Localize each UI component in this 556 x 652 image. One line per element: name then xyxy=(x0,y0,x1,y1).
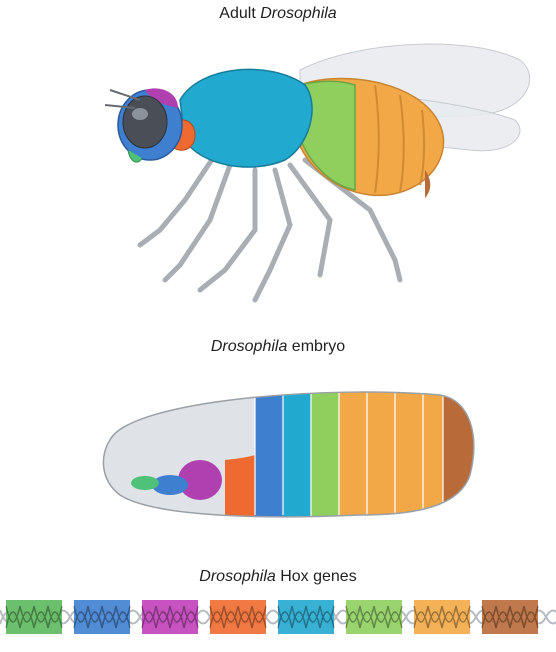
adult-fly-illustration xyxy=(0,30,556,330)
hox-gene-6 xyxy=(346,600,402,634)
embryo-caption: Drosophila embryo xyxy=(0,338,556,356)
head xyxy=(118,88,182,162)
hox-gene-5-block xyxy=(278,600,334,634)
adult-caption: Adult Drosophila xyxy=(0,5,556,23)
embryo-illustration xyxy=(0,365,556,545)
hox-gene-7 xyxy=(414,600,470,634)
hox-gene-4-block xyxy=(210,600,266,634)
hox-gene-4 xyxy=(210,600,266,634)
adult-caption-italic: Drosophila xyxy=(260,5,336,22)
thorax xyxy=(180,69,312,167)
embryo-body xyxy=(100,385,483,525)
hox-gene-2 xyxy=(74,600,130,634)
hox-gene-8 xyxy=(482,600,538,634)
hox-caption: Drosophila Hox genes xyxy=(0,568,556,586)
hox-gene-5 xyxy=(278,600,334,634)
hox-gene-2-block xyxy=(74,600,130,634)
adult-caption-prefix: Adult xyxy=(219,5,260,22)
hox-gene-6-block xyxy=(346,600,402,634)
hox-caption-italic: Drosophila xyxy=(199,568,275,585)
hox-gene-7-block xyxy=(414,600,470,634)
embryo-caption-italic: Drosophila xyxy=(211,338,287,355)
hox-gene-strip xyxy=(0,594,556,644)
hox-gene-3-block xyxy=(142,600,198,634)
hox-gene-1 xyxy=(6,600,62,634)
hox-gene-1-block xyxy=(6,600,62,634)
hox-gene-8-block xyxy=(482,600,538,634)
embryo-caption-suffix: embryo xyxy=(287,338,345,355)
hox-caption-suffix: Hox genes xyxy=(276,568,357,585)
hox-gene-3 xyxy=(142,600,198,634)
